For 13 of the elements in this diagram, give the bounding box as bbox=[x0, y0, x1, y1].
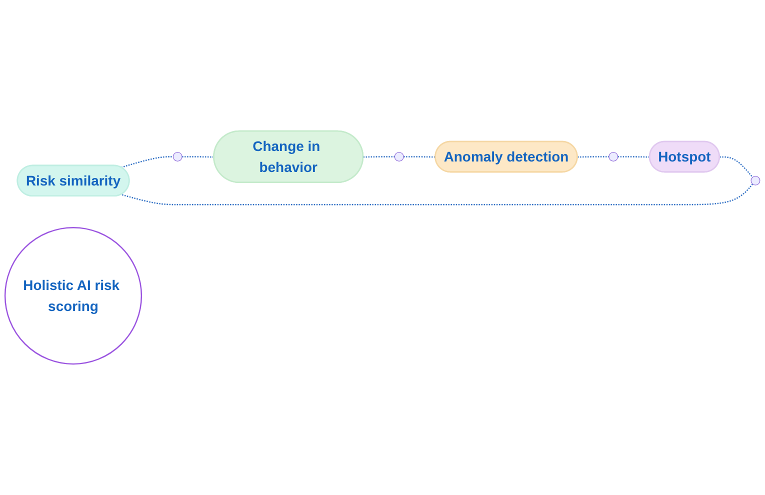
node-circle: Holistic AI risk scoring bbox=[4, 226, 142, 365]
node-circle bbox=[750, 176, 760, 186]
connector bbox=[363, 156, 395, 158]
connector bbox=[618, 156, 650, 158]
node-circle bbox=[394, 152, 404, 162]
connector bbox=[720, 156, 754, 178]
connector bbox=[404, 156, 436, 158]
connector bbox=[182, 156, 214, 158]
node-circle bbox=[608, 152, 618, 162]
node-circle bbox=[172, 152, 182, 162]
connector bbox=[578, 156, 609, 158]
connector bbox=[120, 184, 754, 206]
connector bbox=[120, 156, 174, 168]
